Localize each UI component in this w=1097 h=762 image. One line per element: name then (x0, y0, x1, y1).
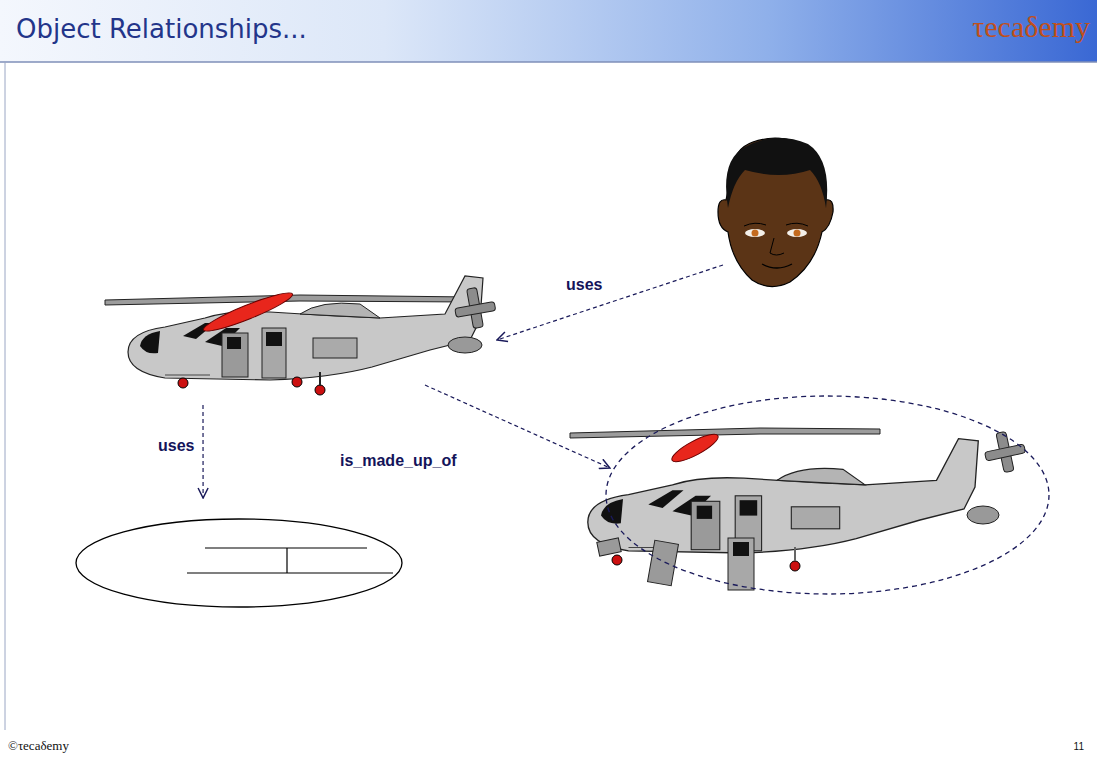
face (787, 229, 807, 237)
picture-node (715, 140, 840, 290)
ellipse-node (75, 518, 403, 608)
face (770, 238, 784, 255)
disassembled-helicopter (597, 538, 621, 556)
disassembled-helicopter (612, 555, 622, 565)
helipad-symbol (187, 548, 393, 573)
relationship-arrow (202, 405, 203, 498)
edge-label: uses (158, 437, 194, 455)
disassembled-helicopter (790, 561, 800, 571)
brand-logo: τecaδemy (972, 10, 1090, 44)
relationship-arrow (497, 265, 723, 340)
edge-label: uses (566, 276, 602, 294)
helipad-symbol (187, 572, 393, 573)
edge-label: is_made_up_of (340, 452, 456, 470)
disassembled-helicopter (669, 430, 721, 467)
helicopter (105, 276, 496, 395)
ellipse-outline (605, 395, 1050, 595)
disassembled-helicopter (648, 540, 679, 586)
header-rule (0, 61, 1097, 63)
face (762, 264, 792, 268)
ellipse-outline (75, 518, 403, 608)
helipad-symbol (286, 548, 287, 573)
header-band (0, 0, 1097, 62)
helicopter (448, 337, 482, 353)
disassembled-helicopter (733, 542, 749, 556)
disassembled-helicopter (570, 428, 880, 438)
disassembled-helicopter (588, 439, 979, 553)
ellipse-outline (76, 519, 402, 607)
page-number: 11 (1074, 741, 1084, 752)
disassembled-helicopter (985, 444, 1026, 461)
disassembled-helicopter (794, 547, 796, 561)
disassembled-helicopter (570, 428, 1026, 590)
frame-line (5, 62, 6, 730)
copyright-footer: ©τecaδemy (8, 738, 69, 754)
helicopter (319, 372, 321, 386)
helicopter (315, 385, 325, 395)
picture-node (100, 265, 500, 410)
helicopter (128, 276, 483, 380)
ellipse-node (605, 395, 1050, 595)
face (794, 230, 801, 237)
helicopter (292, 377, 302, 387)
ellipse-outline (606, 396, 1049, 594)
slide-title: Object Relationships... (16, 14, 307, 44)
helicopter (455, 302, 496, 318)
helipad-symbol (205, 547, 367, 548)
face (718, 138, 833, 287)
helicopter (178, 378, 188, 388)
helicopter (201, 288, 295, 337)
face (786, 223, 808, 226)
disassembled-helicopter (967, 506, 999, 524)
face (745, 229, 765, 237)
disassembled-helicopter (728, 538, 754, 590)
face (752, 230, 759, 237)
face (726, 138, 827, 208)
face (744, 223, 766, 226)
face (718, 138, 833, 287)
